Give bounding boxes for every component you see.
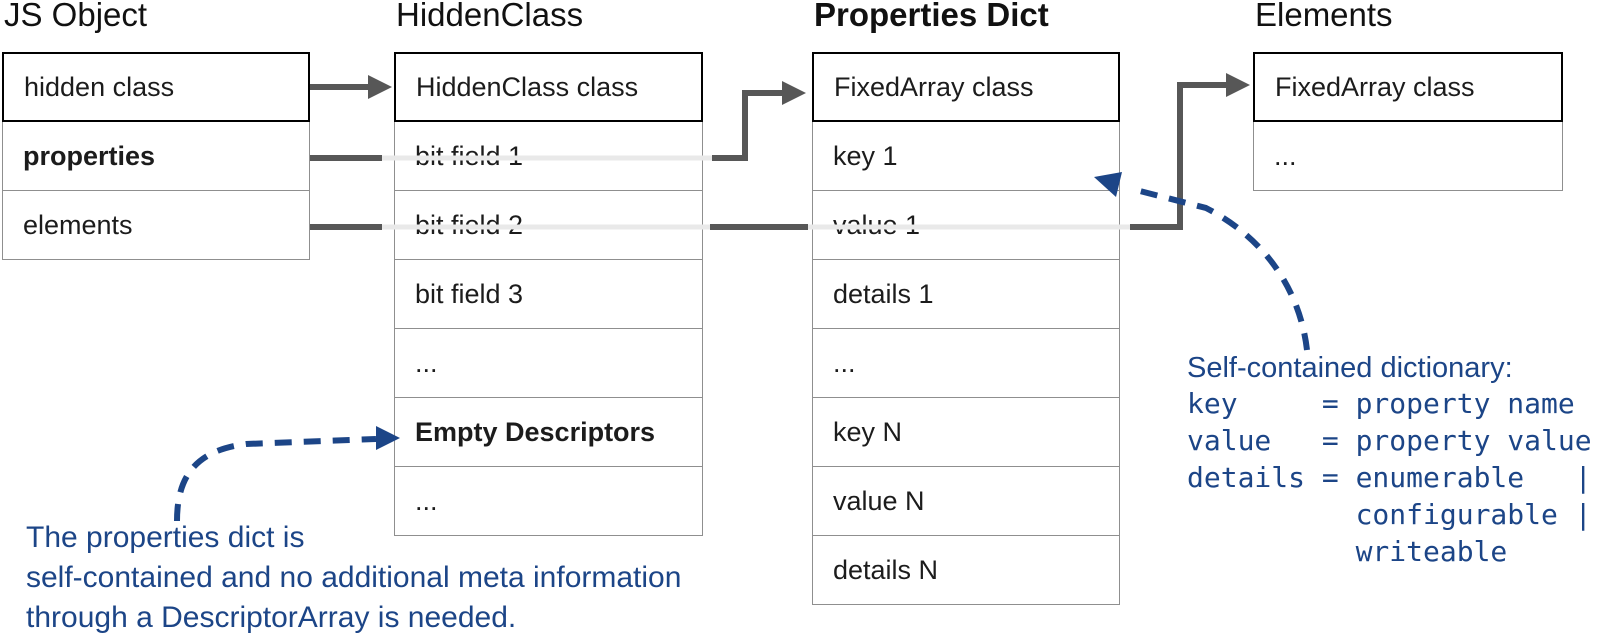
row-fixedarray-class: FixedArray class	[812, 52, 1120, 122]
dashed-arrow-right-note	[1135, 187, 1310, 351]
title-elements: Elements	[1255, 0, 1393, 33]
row-hiddenclass-class: HiddenClass class	[394, 52, 703, 122]
row-ellipsis: ...	[394, 466, 703, 536]
table-properties-dict: FixedArray class key 1 value 1 details 1…	[812, 52, 1120, 605]
right-note-code: key = property name value = property val…	[1187, 387, 1592, 568]
row-key-n: key N	[812, 397, 1120, 467]
table-js-object: hidden class properties elements	[2, 52, 310, 260]
row-ellipsis: ...	[812, 328, 1120, 398]
row-key-1: key 1	[812, 121, 1120, 191]
table-hiddenclass: HiddenClass class bit field 1 bit field …	[394, 52, 703, 536]
dashed-arrow-left-note	[174, 436, 377, 522]
arrow-elements-elbow	[1130, 82, 1226, 230]
row-empty-descriptors: Empty Descriptors	[394, 397, 703, 467]
arrow-hiddenclass-head-icon	[368, 75, 392, 99]
right-note-heading: Self-contained dictionary:	[1187, 352, 1513, 384]
left-note: The properties dict is self-contained an…	[26, 518, 681, 638]
table-elements: FixedArray class ...	[1253, 52, 1563, 191]
arrow-properties-elbow	[712, 90, 782, 161]
row-details-1: details 1	[812, 259, 1120, 329]
row-bit-field-3: bit field 3	[394, 259, 703, 329]
title-js-object: JS Object	[4, 0, 148, 33]
arrow-elements-head-icon	[1226, 73, 1250, 97]
row-details-n: details N	[812, 535, 1120, 605]
row-ellipsis: ...	[394, 328, 703, 398]
left-note-line: self-contained and no additional meta in…	[26, 561, 682, 594]
row-elements: elements	[2, 190, 310, 260]
title-hiddenclass: HiddenClass	[396, 0, 584, 33]
row-bit-field-2: bit field 2	[394, 190, 703, 260]
row-properties: properties	[2, 121, 310, 191]
row-fixedarray-class: FixedArray class	[1253, 52, 1563, 122]
row-ellipsis: ...	[1253, 121, 1563, 191]
row-value-1: value 1	[812, 190, 1120, 260]
left-note-line: through a DescriptorArray is needed.	[26, 601, 517, 634]
row-bit-field-1: bit field 1	[394, 121, 703, 191]
arrow-properties-head-icon	[782, 81, 806, 105]
row-hidden-class: hidden class	[2, 52, 310, 122]
left-note-line: The properties dict is	[26, 521, 305, 554]
title-properties-dict: Properties Dict	[814, 0, 1049, 33]
row-value-n: value N	[812, 466, 1120, 536]
